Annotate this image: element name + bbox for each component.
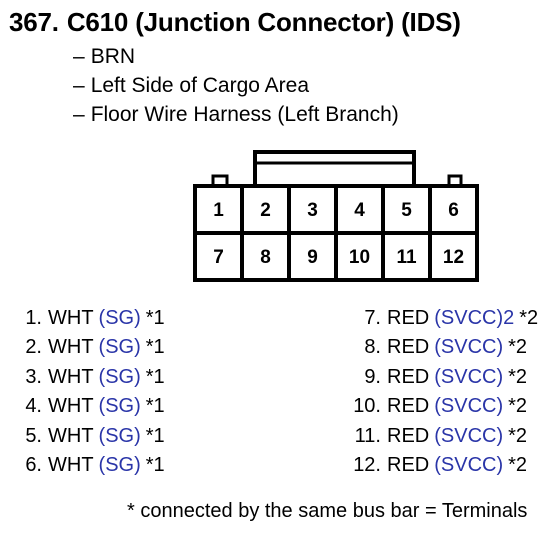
pin-number: 4. <box>25 395 42 418</box>
wire-color: RED <box>387 336 430 359</box>
wire-color: WHT <box>48 395 94 418</box>
detail-location: –Left Side of Cargo Area <box>73 74 309 97</box>
cavity-label: 7 <box>213 247 224 268</box>
pin-row: 12. RED(SVCC)*2 <box>345 451 538 480</box>
signal-name: (SVCC) <box>434 336 504 359</box>
pin-number: 12. <box>353 453 381 476</box>
pin-note: *1 <box>145 424 165 447</box>
connector-left-ear <box>211 174 229 186</box>
pin-number: 3. <box>25 365 42 388</box>
signal-name: (SG) <box>98 307 141 329</box>
cavity-label: 5 <box>401 200 412 221</box>
pin-list-left: 1.WHT(SG)*1 2.WHT(SG)*1 3.WHT(SG)*1 4.WH… <box>10 304 165 480</box>
pin-note: *2 <box>508 336 528 359</box>
wire-color: WHT <box>48 307 94 329</box>
detail-color-text: BRN <box>90 45 136 68</box>
cavity-label: 6 <box>448 200 459 221</box>
pin-row: 10. RED(SVCC)*2 <box>345 392 538 421</box>
pin-number: 9. <box>364 365 381 388</box>
connector-lock-tab <box>253 150 416 186</box>
pin-note: *2 <box>508 424 528 447</box>
pin-note: *1 <box>145 395 165 418</box>
cavity-label: 11 <box>396 247 417 268</box>
detail-location-text: Left Side of Cargo Area <box>90 74 309 97</box>
cavity-label: 9 <box>307 247 318 268</box>
pin-note: *2 <box>519 307 539 329</box>
connector-title: C610 (Junction Connector) (IDS) <box>66 7 461 37</box>
cavity-label: 10 <box>349 247 370 268</box>
pin-number: 5. <box>25 424 42 447</box>
pin-row: 6. WHT(SG)*1 <box>10 451 165 480</box>
signal-name: (SVCC) <box>434 395 504 418</box>
section-number: 367. <box>9 7 59 37</box>
cavity-label: 8 <box>260 247 271 268</box>
connector-details: –BRN –Left Side of Cargo Area –Floor Wir… <box>73 42 399 129</box>
pin-number: 2. <box>25 336 42 359</box>
pin-row: 4. WHT(SG)*1 <box>10 392 165 421</box>
pin-row: 1. WHT(SG)*1 <box>10 304 165 333</box>
pin-number: 1. <box>25 307 42 329</box>
signal-name: (SVCC) <box>434 365 504 388</box>
wire-color: WHT <box>48 453 94 476</box>
wire-color: RED <box>387 365 430 388</box>
pin-note: *1 <box>145 365 165 388</box>
cavity-label: 3 <box>307 200 318 221</box>
detail-color: –BRN <box>73 45 136 68</box>
page-title: 367.C610 (Junction Connector) (IDS) <box>9 7 461 38</box>
signal-name: (SVCC) <box>434 453 504 476</box>
wire-color: RED <box>387 395 430 418</box>
pin-number: 11. <box>354 424 381 447</box>
signal-name: (SG) <box>98 336 141 359</box>
cavity-label: 1 <box>213 200 224 221</box>
cavity-label: 2 <box>260 200 271 221</box>
signal-name: (SVCC)2 <box>434 307 515 329</box>
signal-name: (SG) <box>98 453 141 476</box>
cavity-label: 4 <box>354 200 365 221</box>
signal-name: (SVCC) <box>434 424 504 447</box>
detail-harness-text: Floor Wire Harness (Left Branch) <box>90 103 399 126</box>
connector-right-ear <box>447 174 463 186</box>
pin-row: 8. RED(SVCC)*2 <box>345 333 538 362</box>
pin-row: 7. RED(SVCC)2*2 <box>345 304 538 333</box>
pin-row: 2. WHT(SG)*1 <box>10 333 165 362</box>
pin-note: *1 <box>145 307 165 329</box>
pin-number: 10. <box>353 395 381 418</box>
signal-name: (SG) <box>98 395 141 418</box>
wire-color: WHT <box>48 336 94 359</box>
wire-color: RED <box>387 453 430 476</box>
pin-number: 8. <box>364 336 381 359</box>
wire-color: WHT <box>48 424 94 447</box>
wire-color: RED <box>387 307 430 329</box>
pin-list-right: 7.RED(SVCC)2*2 8.RED(SVCC)*2 9.RED(SVCC)… <box>345 304 538 480</box>
wire-color: RED <box>387 424 430 447</box>
pin-row: 5. WHT(SG)*1 <box>10 422 165 451</box>
pin-number: 6. <box>25 453 42 476</box>
pin-note: *2 <box>508 453 528 476</box>
pin-row: 3. WHT(SG)*1 <box>10 363 165 392</box>
pin-note: *2 <box>508 365 528 388</box>
pin-row: 11. RED(SVCC)*2 <box>345 422 538 451</box>
pin-note: *1 <box>145 453 165 476</box>
detail-harness: –Floor Wire Harness (Left Branch) <box>73 103 399 126</box>
connector-diagram: 1 2 3 4 5 6 7 8 9 10 11 12 <box>193 150 479 282</box>
signal-name: (SG) <box>98 424 141 447</box>
cavity-label: 12 <box>443 247 464 268</box>
pin-note: *2 <box>508 395 528 418</box>
pin-note: *1 <box>145 336 165 359</box>
footnote: * connected by the same bus bar = Termin… <box>127 500 528 522</box>
pin-number: 7. <box>364 307 381 329</box>
wire-color: WHT <box>48 365 94 388</box>
pin-row: 9. RED(SVCC)*2 <box>345 363 538 392</box>
signal-name: (SG) <box>98 365 141 388</box>
